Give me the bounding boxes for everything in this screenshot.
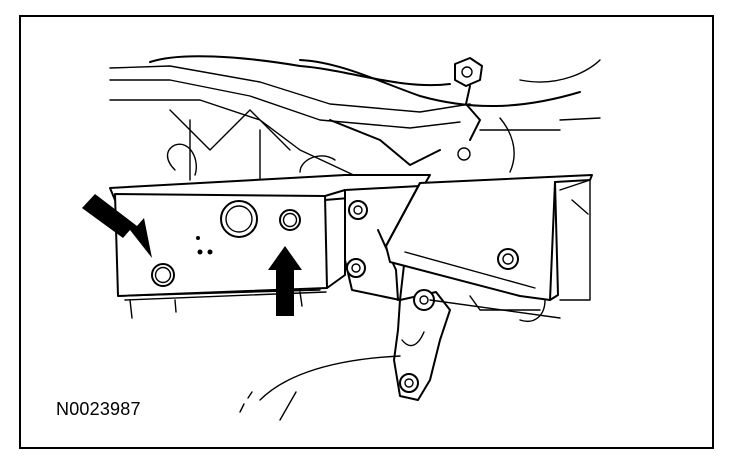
right-frame-rail bbox=[385, 174, 593, 322]
vertical-up-arrow bbox=[268, 246, 302, 316]
ground-lines bbox=[239, 355, 401, 421]
figure-reference-code: N0023987 bbox=[56, 399, 141, 419]
engine-mount bbox=[344, 185, 451, 401]
background-structure bbox=[109, 55, 601, 181]
left-diagonal-arrow bbox=[82, 194, 152, 258]
